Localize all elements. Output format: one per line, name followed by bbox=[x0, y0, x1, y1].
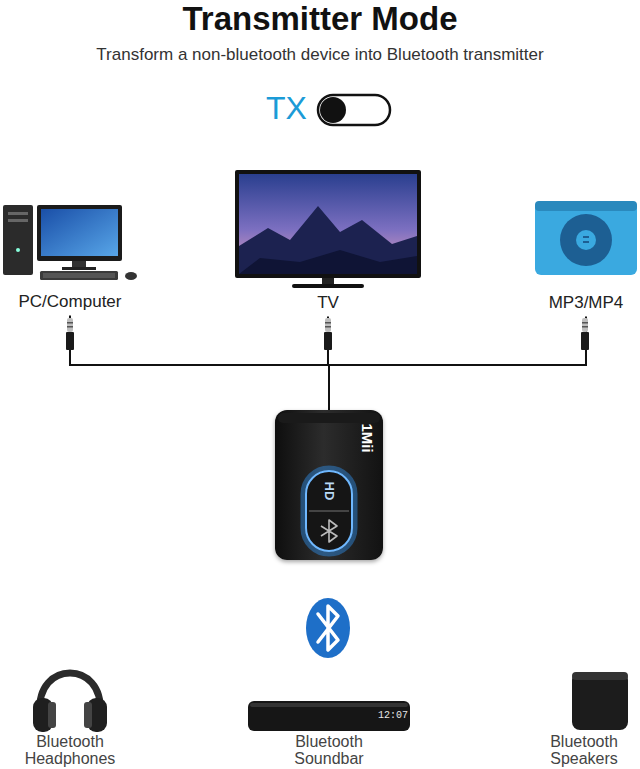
mp3-illustration bbox=[583, 241, 589, 243]
audio-jack bbox=[325, 322, 331, 324]
device-label: Bluetooth Speakers bbox=[534, 734, 634, 768]
tv-illustration bbox=[322, 278, 334, 284]
mp3-illustration bbox=[583, 236, 589, 238]
audio-jack bbox=[581, 332, 589, 350]
receiver-device: Bluetooth Headphones bbox=[13, 734, 127, 768]
toggle-switch bbox=[320, 97, 346, 123]
audio-cable bbox=[70, 315, 329, 410]
diagram-title: Transmitter Mode bbox=[0, 0, 640, 38]
audio-jack bbox=[66, 318, 74, 350]
soundbar-illustration bbox=[248, 701, 410, 731]
audio-jack bbox=[67, 322, 73, 324]
mp3-illustration bbox=[535, 201, 637, 211]
audio-jack bbox=[324, 332, 332, 350]
mp3-illustration bbox=[576, 230, 596, 250]
source-device: PC/Computer bbox=[17, 292, 124, 312]
soundbar-illustration bbox=[250, 703, 408, 707]
audio-jack bbox=[581, 318, 589, 350]
receiver-device: Bluetooth Soundbar bbox=[272, 734, 386, 768]
button-divider bbox=[309, 510, 349, 512]
device-label: TV bbox=[317, 293, 339, 313]
headphones-illustration bbox=[84, 702, 92, 728]
brand-logo: 1Mii bbox=[359, 423, 376, 452]
button-label: HD bbox=[322, 482, 337, 501]
pc-illustration bbox=[3, 205, 137, 280]
pair-symbol bbox=[321, 520, 337, 542]
device-label: PC/Computer bbox=[19, 292, 122, 312]
pc-illustration bbox=[43, 273, 115, 278]
tv-illustration bbox=[239, 174, 417, 274]
control-button bbox=[306, 471, 352, 551]
audio-cable bbox=[329, 316, 586, 410]
display-readout: 12:07 bbox=[378, 710, 408, 722]
button-glow bbox=[303, 468, 355, 554]
tv-illustration bbox=[239, 250, 417, 274]
pc-illustration bbox=[41, 209, 118, 256]
mode-label: TX bbox=[266, 90, 307, 127]
speaker-illustration bbox=[572, 672, 628, 730]
soundbar-illustration bbox=[248, 701, 410, 731]
device-label: MP3/MP4 bbox=[549, 293, 624, 313]
source-device: TV bbox=[315, 293, 341, 313]
pc-illustration bbox=[37, 205, 122, 261]
subtitle: Transform a non-bluetooth device into Bl… bbox=[96, 45, 543, 65]
pc-illustration bbox=[125, 272, 137, 280]
pc-illustration bbox=[8, 212, 28, 215]
headphones-illustration bbox=[33, 673, 107, 732]
receiver-device: Bluetooth Speakers bbox=[532, 734, 636, 768]
audio-jack bbox=[67, 326, 73, 328]
tv-illustration bbox=[235, 170, 421, 288]
bluetooth-icon bbox=[306, 598, 350, 658]
mp3-illustration bbox=[535, 201, 637, 275]
tv-illustration bbox=[292, 284, 364, 288]
audio-jack bbox=[325, 318, 331, 332]
pc-illustration bbox=[40, 271, 118, 280]
audio-jack bbox=[582, 322, 588, 324]
toggle-switch bbox=[318, 95, 390, 125]
device-label: Bluetooth Soundbar bbox=[274, 734, 384, 768]
audio-jack bbox=[66, 332, 74, 350]
toggle-switch bbox=[318, 95, 390, 125]
device-label: Bluetooth Headphones bbox=[15, 734, 125, 768]
audio-jack bbox=[582, 326, 588, 328]
audio-jack bbox=[324, 318, 332, 350]
headphones-illustration bbox=[48, 702, 56, 728]
mp3-illustration bbox=[560, 214, 612, 266]
pc-illustration bbox=[16, 248, 20, 252]
pc-illustration bbox=[62, 267, 96, 270]
pc-illustration bbox=[3, 205, 33, 275]
speaker-illustration bbox=[572, 672, 628, 730]
tv-illustration bbox=[239, 206, 417, 274]
bluetooth-icon bbox=[306, 598, 350, 658]
audio-jack bbox=[582, 318, 588, 332]
audio-jack bbox=[67, 318, 73, 332]
source-device: MP3/MP4 bbox=[547, 293, 626, 313]
bluetooth-icon bbox=[318, 606, 338, 650]
pc-illustration bbox=[8, 219, 28, 222]
top-edge bbox=[278, 413, 380, 423]
tv-illustration bbox=[235, 170, 421, 278]
pc-illustration bbox=[72, 261, 86, 268]
audio-jack bbox=[325, 326, 331, 328]
transmitter-box: 1MiiHD bbox=[275, 410, 383, 560]
speaker-illustration bbox=[572, 672, 628, 680]
mp3-illustration bbox=[535, 201, 637, 275]
